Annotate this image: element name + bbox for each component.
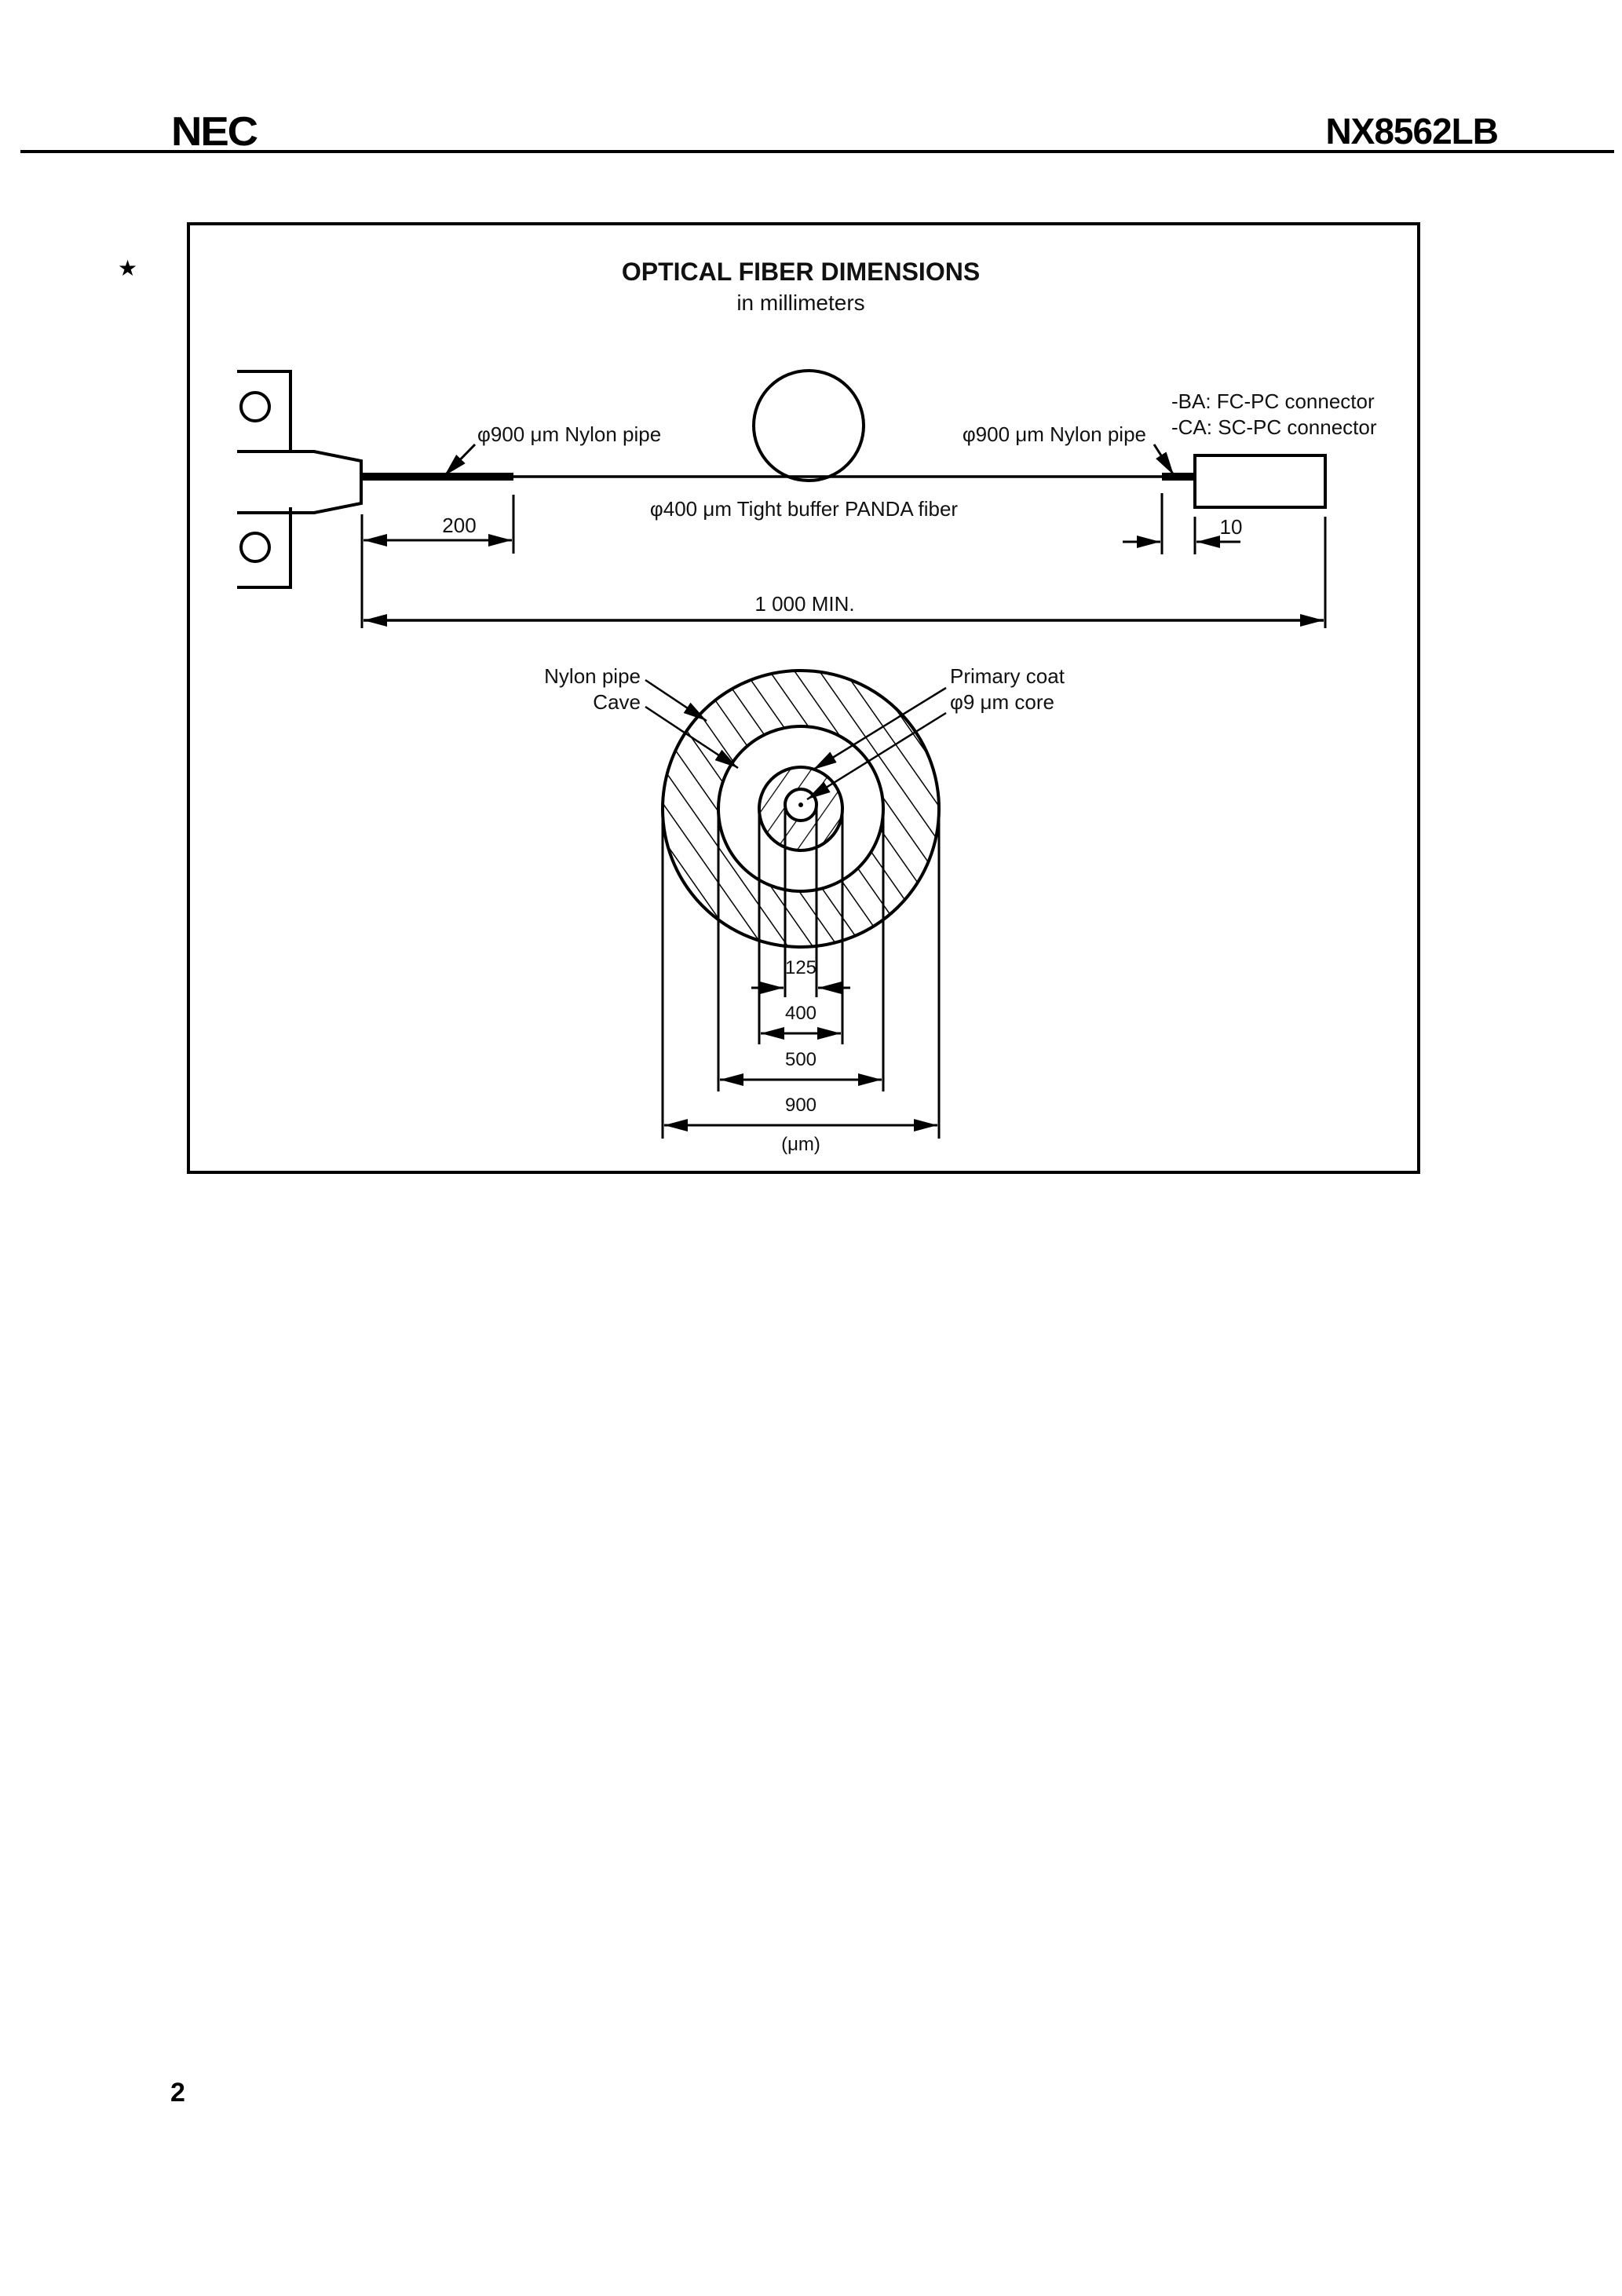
dim-10-label: 10	[1220, 515, 1243, 539]
connector-option-ba: -BA: FC-PC connector	[1171, 389, 1375, 413]
dim-125-label: 125	[785, 957, 816, 978]
right-nylon-label: φ900 μm Nylon pipe	[963, 422, 1146, 446]
dim-500-label: 500	[785, 1049, 816, 1070]
connector-option-ca: -CA: SC-PC connector	[1171, 415, 1377, 439]
label-core: φ9 μm core	[950, 690, 1054, 714]
nec-logo: NEC	[171, 109, 258, 155]
right-connector-box	[1193, 454, 1327, 509]
dim-200	[360, 495, 515, 628]
figure-title: OPTICAL FIBER DIMENSIONS	[622, 258, 980, 286]
label-primary-coat: Primary coat	[950, 664, 1065, 688]
revision-star-icon: ★	[118, 256, 138, 280]
dim-400-label: 400	[785, 1003, 816, 1024]
fiber-label: φ400 μm Tight buffer PANDA fiber	[650, 497, 959, 521]
figure-frame	[187, 222, 1420, 1174]
page-number: 2	[170, 2078, 185, 2108]
fiber-loop	[752, 369, 865, 482]
dim-10	[1123, 493, 1327, 628]
unit-label: (μm)	[781, 1134, 820, 1155]
part-number: NX8562LB	[1325, 111, 1499, 152]
label-cave: Cave	[593, 690, 641, 714]
figure-subtitle: in millimeters	[736, 291, 864, 315]
fiber-cross-section	[661, 669, 941, 949]
dim-900-label: 900	[785, 1095, 816, 1116]
dim-1000-label: 1 000 MIN.	[754, 592, 854, 616]
left-nylon-label: φ900 μm Nylon pipe	[477, 422, 661, 446]
header-divider	[20, 150, 1614, 153]
label-nylon-pipe: Nylon pipe	[544, 664, 641, 688]
dim-200-label: 200	[442, 514, 476, 537]
left-flange-connector	[237, 370, 363, 589]
